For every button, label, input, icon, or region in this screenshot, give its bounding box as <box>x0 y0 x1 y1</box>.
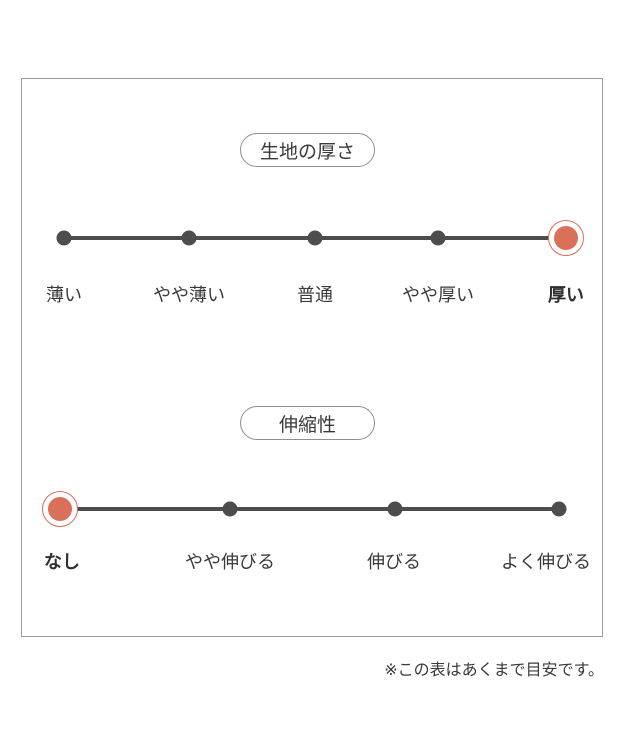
thickness-dot-thin <box>56 230 72 246</box>
thickness-label-slightly-thick: やや厚い <box>402 285 474 306</box>
thickness-dot-slightly-thick <box>430 230 446 246</box>
stretch-selected-dot <box>48 497 72 521</box>
stretch-label-very: よく伸びる <box>501 552 591 573</box>
stretch-scale-line <box>60 507 560 511</box>
stretch-label-none: なし <box>44 552 80 573</box>
thickness-dot-slightly-thin <box>181 230 197 246</box>
disclaimer-note: ※この表はあくまで目安です。 <box>384 660 604 679</box>
stretch-dot-stretchy <box>387 501 403 517</box>
thickness-dot-normal <box>307 230 323 246</box>
thickness-selected-dot <box>554 226 578 250</box>
thickness-label-thin: 薄い <box>46 285 82 306</box>
stretch-label-slightly: やや伸びる <box>185 552 275 573</box>
stretch-dot-very <box>551 501 567 517</box>
spec-panel <box>21 78 603 637</box>
thickness-label-thick: 厚い <box>548 285 584 306</box>
stretch-dot-slightly <box>222 501 238 517</box>
thickness-label-normal: 普通 <box>297 285 333 306</box>
thickness-title: 生地の厚さ <box>240 133 375 167</box>
stretch-label-stretchy: 伸びる <box>367 552 421 573</box>
stretch-title: 伸縮性 <box>240 406 375 440</box>
stretch-title-text: 伸縮性 <box>278 413 336 436</box>
thickness-title-text: 生地の厚さ <box>259 140 355 163</box>
thickness-label-slightly-thin: やや薄い <box>153 285 225 306</box>
